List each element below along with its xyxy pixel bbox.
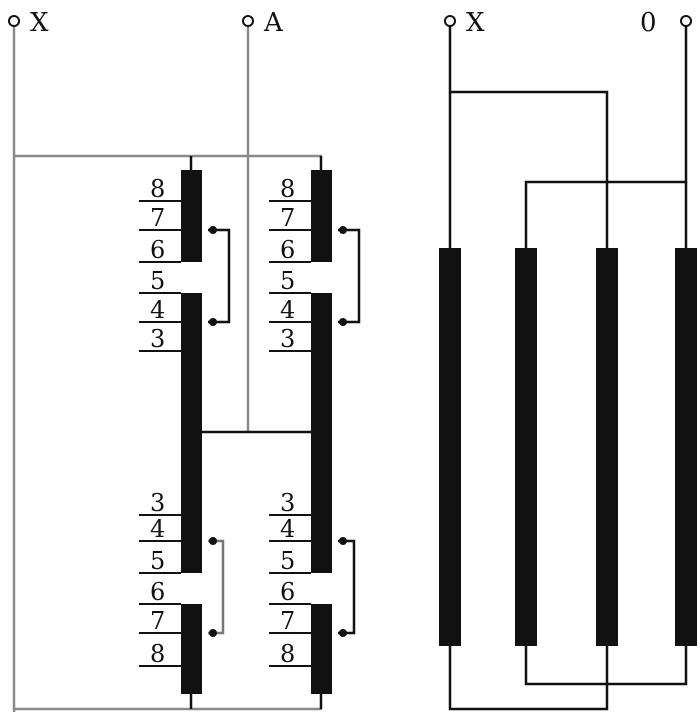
tap-label-3: 3 [150,325,165,353]
left-links [189,156,323,709]
contact-dot [339,318,347,326]
contact-dot [209,318,217,326]
tap-label-6: 6 [280,578,295,606]
coil-1-top-section [181,170,202,262]
zero-terminal-connection [524,26,688,248]
tap-label-5: 5 [150,267,165,295]
tap-changer-coil1-upper [208,228,231,324]
contact-dot [209,226,217,234]
tap-label-7: 7 [280,204,295,232]
tap-label-8: 8 [280,640,295,668]
tap-changer-coil2-upper [338,228,361,324]
terminal-label-x-right: X [466,8,485,38]
contact-dot [339,226,347,234]
winding-bar-4 [675,248,697,646]
bottom-link-1-3 [448,646,609,711]
tap-label-4: 4 [150,296,165,324]
winding-bar-3 [596,248,618,646]
tap-label-8: 8 [280,175,295,203]
x-terminal-connection [448,26,609,248]
coil-2-bottom-section [311,604,332,694]
tap-label-3: 3 [150,489,165,517]
tap-label-5: 5 [150,547,165,575]
terminal-zero[interactable] [680,15,692,27]
contact-dot [339,537,347,545]
tap-label-4: 4 [280,296,295,324]
tap-changer-contacts [209,226,347,637]
coil-1-middle-section [181,293,202,573]
terminal-a[interactable] [242,15,254,27]
tap-label-7: 7 [150,204,165,232]
tap-label-3: 3 [280,325,295,353]
right-windings [439,248,697,646]
tap-label-8: 8 [150,640,165,668]
terminal-x-left[interactable] [8,15,20,27]
coil-2-middle-section [311,293,332,573]
tap-label-8: 8 [150,175,165,203]
terminal-label-a: A [263,8,284,38]
tap-label-6: 6 [150,578,165,606]
contact-dot [209,629,217,637]
coil-1 [181,170,202,694]
terminal-x-right[interactable] [444,15,456,27]
tap-changer-coil2-lower [338,539,356,635]
tap-label-5: 5 [280,267,295,295]
terminal-label-zero: 0 [640,8,657,38]
bottom-link-2-4 [524,646,688,686]
left-frame-wires [12,26,322,712]
contact-dot [209,537,217,545]
tap-changer-coil1-lower [208,539,225,635]
tap-label-5: 5 [280,547,295,575]
tap-label-6: 6 [280,236,295,264]
coil-2-top-section [311,170,332,262]
tap-label-3: 3 [280,489,295,517]
tap-label-7: 7 [280,607,295,635]
winding-bar-2 [515,248,537,646]
right-connection-wires [448,26,688,711]
tap-label-6: 6 [150,236,165,264]
right-winding-assembly: X 0 [439,8,697,711]
tap-label-4: 4 [280,515,295,543]
coil-2 [311,170,332,694]
coil-1-bottom-section [181,604,202,694]
tap-lines [139,200,311,667]
terminal-label-x-left: X [30,8,49,38]
winding-bar-1 [439,248,461,646]
tap-label-4: 4 [150,515,165,543]
left-terminals [8,15,254,27]
contact-dot [339,629,347,637]
right-terminals [444,15,692,27]
tap-label-7: 7 [150,607,165,635]
